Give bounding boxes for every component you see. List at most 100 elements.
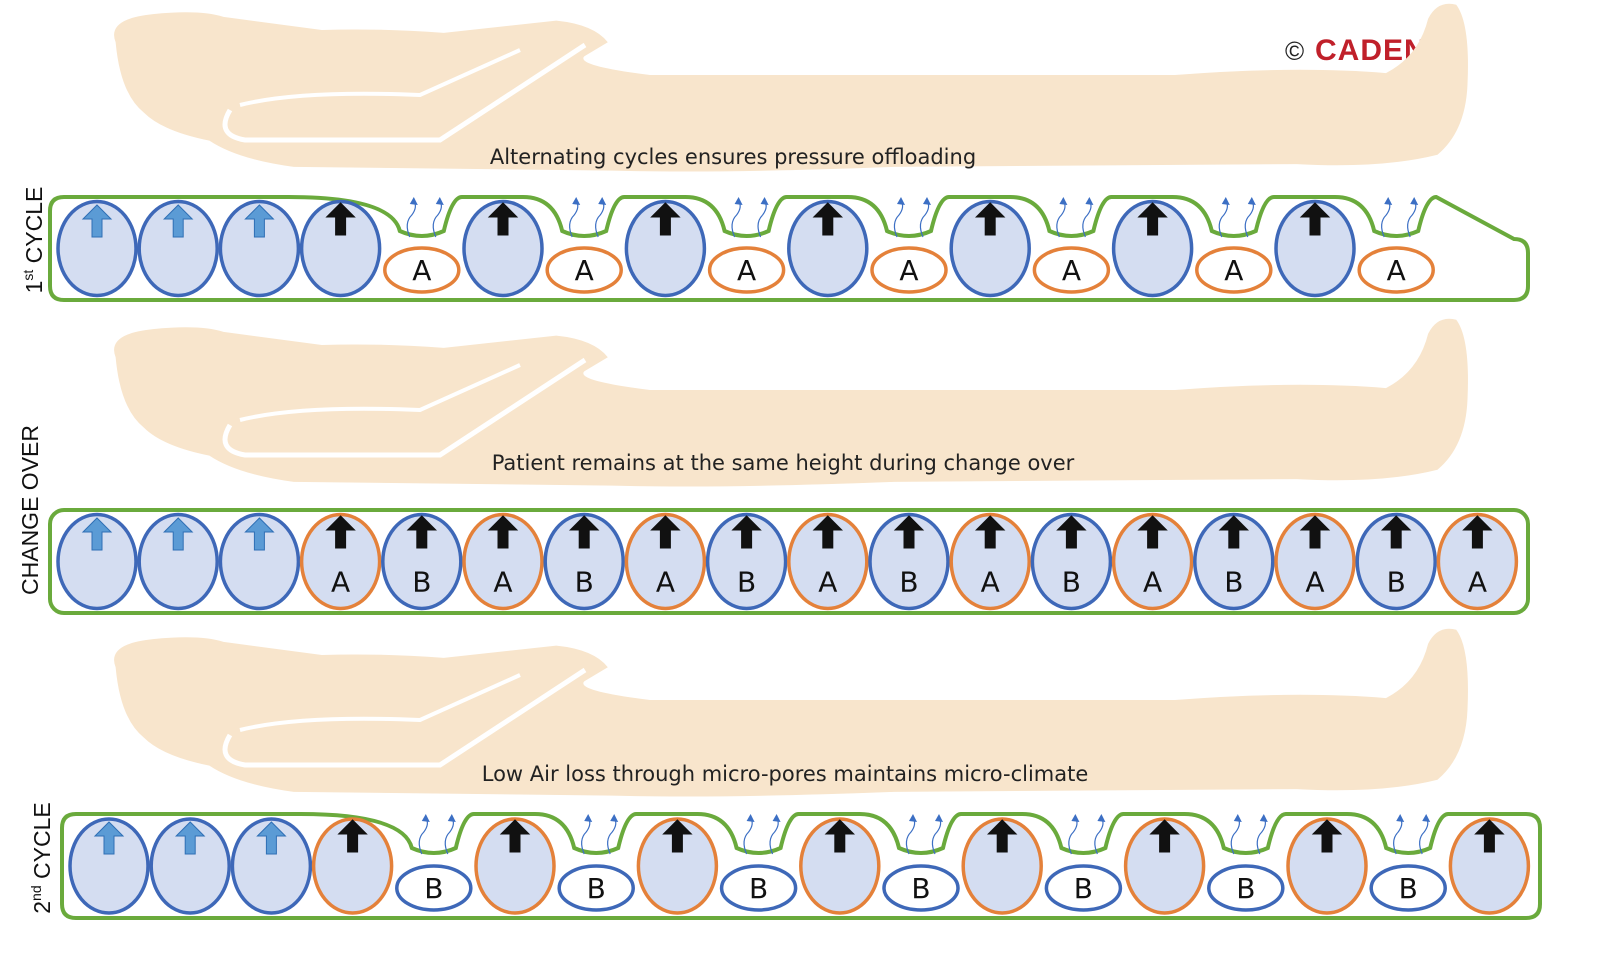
inflate-arrow-icon bbox=[162, 204, 194, 238]
cell-letter: B bbox=[424, 872, 443, 905]
cell-letter: A bbox=[331, 566, 350, 599]
cell-B-inflated bbox=[949, 199, 1031, 298]
inflate-arrow-icon bbox=[93, 821, 125, 855]
cell-letter: B bbox=[1387, 566, 1406, 599]
inflate-arrow-icon bbox=[499, 819, 531, 853]
panel-first-cycle: Alternating cycles ensures pressure offl… bbox=[20, 3, 1530, 302]
cell-B-inflated bbox=[381, 512, 463, 611]
cell-A-inflated bbox=[1111, 512, 1194, 611]
inflate-arrow-icon bbox=[986, 819, 1018, 853]
panel-side-label: 1st CYCLE bbox=[20, 187, 47, 294]
head-cell bbox=[230, 817, 313, 915]
cell-letter: A bbox=[1062, 254, 1081, 287]
inflate-arrow-icon bbox=[162, 517, 194, 551]
panel-side-label: CHANGE OVER bbox=[17, 425, 43, 595]
air-flow-icon bbox=[581, 814, 619, 855]
inflate-arrow-icon bbox=[731, 515, 762, 549]
cell-letter: A bbox=[1387, 254, 1406, 287]
panel-caption: Alternating cycles ensures pressure offl… bbox=[490, 145, 976, 169]
inflate-arrow-icon bbox=[1218, 515, 1250, 549]
air-flow-icon bbox=[1381, 197, 1419, 238]
cell-B-inflated bbox=[1274, 199, 1356, 298]
cell-A-inflated bbox=[311, 817, 394, 915]
cell-B-inflated bbox=[705, 512, 788, 611]
inflate-arrow-icon bbox=[1380, 515, 1412, 549]
inflate-arrow-icon bbox=[812, 202, 844, 236]
air-flow-icon bbox=[893, 197, 931, 238]
air-flow-icon bbox=[743, 814, 781, 855]
inflate-arrow-icon bbox=[325, 202, 356, 236]
cell-A-deflated bbox=[1195, 246, 1273, 294]
inflate-arrow-icon bbox=[1299, 202, 1331, 236]
cell-B-deflated bbox=[395, 864, 473, 912]
torso-outline bbox=[239, 673, 521, 732]
air-flow-icon bbox=[731, 197, 769, 238]
cell-A-inflated bbox=[636, 817, 719, 915]
cell-letter: A bbox=[981, 566, 1000, 599]
cell-letter: A bbox=[575, 254, 594, 287]
head-cell bbox=[218, 199, 301, 298]
inflate-arrow-icon bbox=[337, 819, 368, 853]
mattress-cover bbox=[48, 508, 1530, 615]
cell-A-deflated bbox=[1032, 246, 1111, 294]
cell-letter: A bbox=[737, 254, 756, 287]
cell-letter: B bbox=[1399, 872, 1418, 905]
head-cell bbox=[137, 512, 219, 611]
cell-letter: A bbox=[412, 254, 431, 287]
cell-letter: A bbox=[1468, 566, 1487, 599]
cell-A-inflated bbox=[462, 512, 544, 611]
cell-letter: B bbox=[1074, 872, 1093, 905]
cell-A-inflated bbox=[1274, 512, 1356, 611]
cell-letter: B bbox=[1224, 566, 1243, 599]
cell-A-inflated bbox=[624, 512, 707, 611]
panel-caption: Patient remains at the same height durin… bbox=[492, 451, 1075, 475]
inflate-arrow-icon bbox=[406, 515, 438, 549]
inflate-arrow-icon bbox=[1474, 819, 1505, 853]
cell-A-deflated bbox=[707, 246, 786, 294]
head-cell bbox=[149, 817, 231, 915]
cell-A-inflated bbox=[474, 817, 556, 915]
torso-outline bbox=[239, 48, 521, 107]
inflate-arrow-icon bbox=[244, 204, 275, 238]
cell-B-inflated bbox=[543, 512, 625, 611]
torso-outline bbox=[239, 363, 521, 422]
cell-A-deflated bbox=[870, 246, 948, 294]
cell-letter: A bbox=[493, 566, 512, 599]
panel-side-label: 2nd CYCLE bbox=[28, 802, 55, 913]
cell-letter: A bbox=[1305, 566, 1324, 599]
inflate-arrow-icon bbox=[1462, 515, 1493, 549]
air-flow-icon bbox=[569, 197, 607, 238]
cell-A-inflated bbox=[1286, 817, 1368, 915]
air-flow-icon bbox=[1230, 814, 1268, 855]
head-cell bbox=[68, 817, 150, 915]
inflate-arrow-icon bbox=[256, 821, 287, 855]
inflate-arrow-icon bbox=[81, 517, 113, 551]
air-flow-icon bbox=[1218, 197, 1256, 238]
mattress-cover bbox=[60, 812, 1542, 920]
cell-B-deflated bbox=[557, 864, 635, 912]
air-flow-icon bbox=[1056, 197, 1094, 238]
inflate-arrow-icon bbox=[81, 204, 113, 238]
head-cell bbox=[137, 199, 219, 298]
cell-A-inflated bbox=[949, 512, 1031, 611]
panel-second-cycle: Low Air loss through micro-pores maintai… bbox=[28, 628, 1542, 920]
cell-letter: A bbox=[656, 566, 675, 599]
cell-B-deflated bbox=[1044, 864, 1123, 912]
cell-A-deflated bbox=[383, 246, 461, 294]
cell-B-inflated bbox=[1030, 512, 1113, 611]
inflate-arrow-icon bbox=[1137, 515, 1168, 549]
cell-A-inflated bbox=[1448, 817, 1531, 915]
cell-letter: A bbox=[1143, 566, 1162, 599]
inflate-arrow-icon bbox=[174, 821, 206, 855]
cell-letter: B bbox=[899, 566, 918, 599]
cell-A-inflated bbox=[787, 512, 869, 611]
inflate-arrow-icon bbox=[650, 515, 681, 549]
panel-change-over: Patient remains at the same height durin… bbox=[17, 318, 1530, 615]
cell-letter: B bbox=[737, 566, 756, 599]
head-cell bbox=[56, 512, 138, 611]
cycle-panels: Alternating cycles ensures pressure offl… bbox=[17, 3, 1542, 920]
inflate-arrow-icon bbox=[1311, 819, 1343, 853]
cell-letter: B bbox=[911, 872, 930, 905]
cell-letter: B bbox=[575, 566, 594, 599]
